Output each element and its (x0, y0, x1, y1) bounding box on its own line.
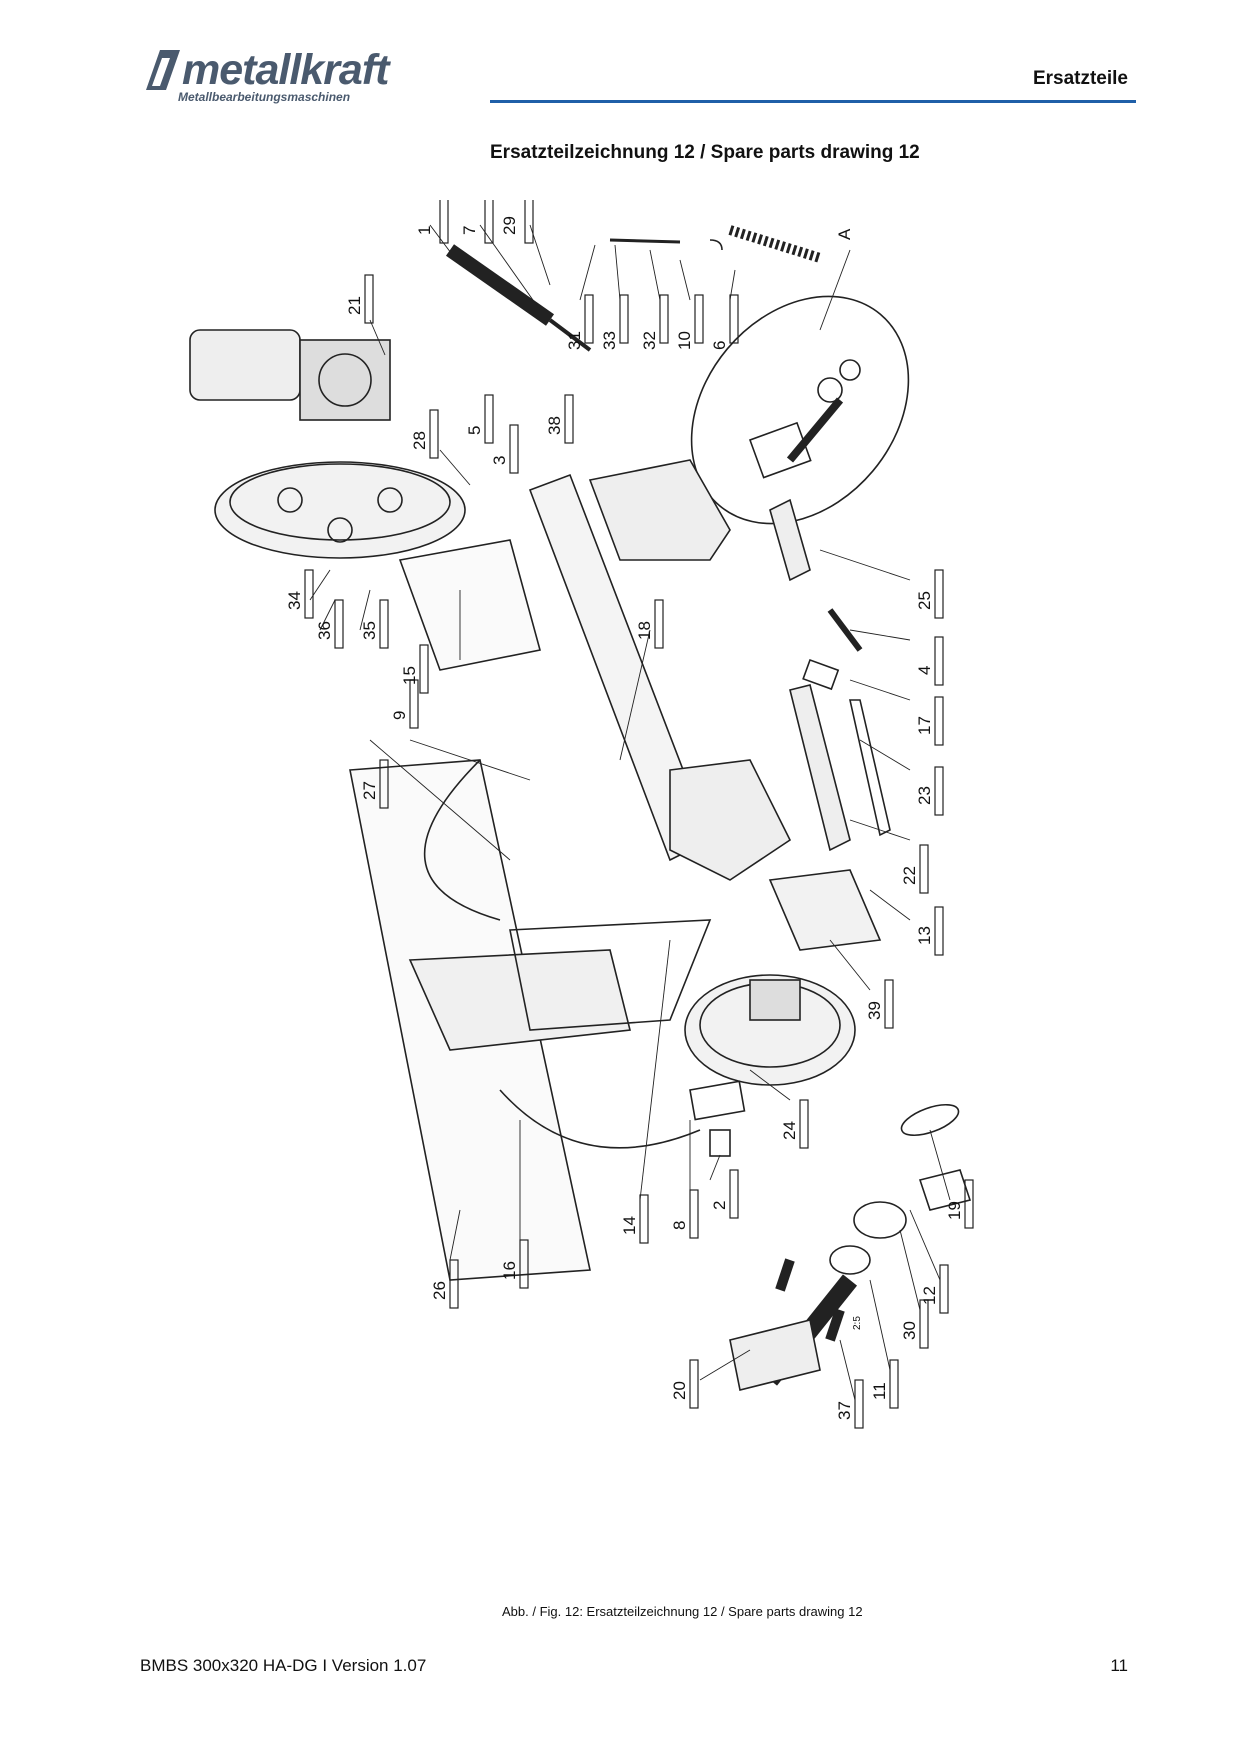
detail-a-exploded (729, 1103, 972, 1391)
metallkraft-logo: metallkraft Metallbearbeitungsmaschinen (140, 44, 460, 106)
drawing-title: Ersatzteilzeichnung 12 / Spare parts dra… (490, 142, 920, 163)
callout-35: 35 (360, 621, 379, 640)
callout-31: 31 (565, 331, 584, 350)
callout-A: A (835, 228, 854, 240)
section-title: Ersatzteile (1032, 68, 1128, 89)
detail-a-oval (690, 295, 910, 525)
right-side-parts (684, 498, 891, 1157)
callout-22: 22 (900, 866, 919, 885)
callout-6: 6 (710, 341, 729, 350)
callout-3: 3 (490, 456, 509, 465)
figure-caption: Abb. / Fig. 12: Ersatzteilzeichnung 12 /… (502, 1604, 863, 1619)
callout-5: 5 (465, 426, 484, 435)
callout-4: 4 (915, 666, 934, 675)
callout-23: 23 (915, 786, 934, 805)
callout-18: 18 (635, 621, 654, 640)
callout-26: 26 (430, 1281, 449, 1300)
callout-30: 30 (900, 1321, 919, 1340)
callout-13: 13 (915, 926, 934, 945)
callout-11: 11 (870, 1382, 889, 1400)
detail-scale: 2:5 (852, 1316, 863, 1330)
logo-wordmark: metallkraft (182, 46, 389, 94)
callout-9: 9 (390, 711, 409, 720)
saw-frame-arm (349, 459, 792, 1281)
callout-2: 2 (710, 1201, 729, 1210)
callout-34: 34 (285, 591, 304, 610)
callout-17: 17 (915, 716, 934, 735)
footer-document-id: BMBS 300x320 HA-DG I Version 1.07 (140, 1656, 427, 1675)
callout-1: 1 (415, 226, 434, 235)
footer-page-number: 11 (1110, 1656, 1128, 1675)
callout-12: 12 (920, 1286, 939, 1305)
callout-20: 20 (670, 1381, 689, 1400)
callout-27: 27 (360, 781, 379, 800)
callout-28: 28 (410, 431, 429, 450)
logo-tagline: Metallbearbeitungsmaschinen (178, 90, 351, 104)
logo-slash-icon (146, 50, 180, 90)
callout-24: 24 (780, 1121, 799, 1140)
callout-36: 36 (315, 621, 334, 640)
callout-39: 39 (865, 1001, 884, 1020)
callout-14: 14 (620, 1216, 639, 1235)
callout-33: 33 (600, 331, 619, 350)
parts-drawing-svg: 1729313332106A21285338254172322133924281… (189, 194, 974, 1429)
callout-7: 7 (460, 226, 479, 235)
callout-21: 21 (345, 296, 364, 315)
callout-8: 8 (670, 1221, 689, 1230)
callout-15: 15 (400, 666, 419, 685)
header-divider (490, 100, 1136, 103)
callout-32: 32 (640, 331, 659, 350)
motor-gearbox (189, 329, 466, 559)
callout-38: 38 (545, 416, 564, 435)
callout-16: 16 (500, 1261, 519, 1280)
hydraulic-cylinder (445, 225, 822, 352)
callout-boxes (304, 194, 974, 1429)
callout-19: 19 (945, 1201, 964, 1220)
callout-29: 29 (500, 216, 519, 235)
leader-lines (309, 224, 951, 1401)
callout-10: 10 (675, 331, 694, 350)
callout-37: 37 (835, 1401, 854, 1420)
callout-25: 25 (915, 591, 934, 610)
